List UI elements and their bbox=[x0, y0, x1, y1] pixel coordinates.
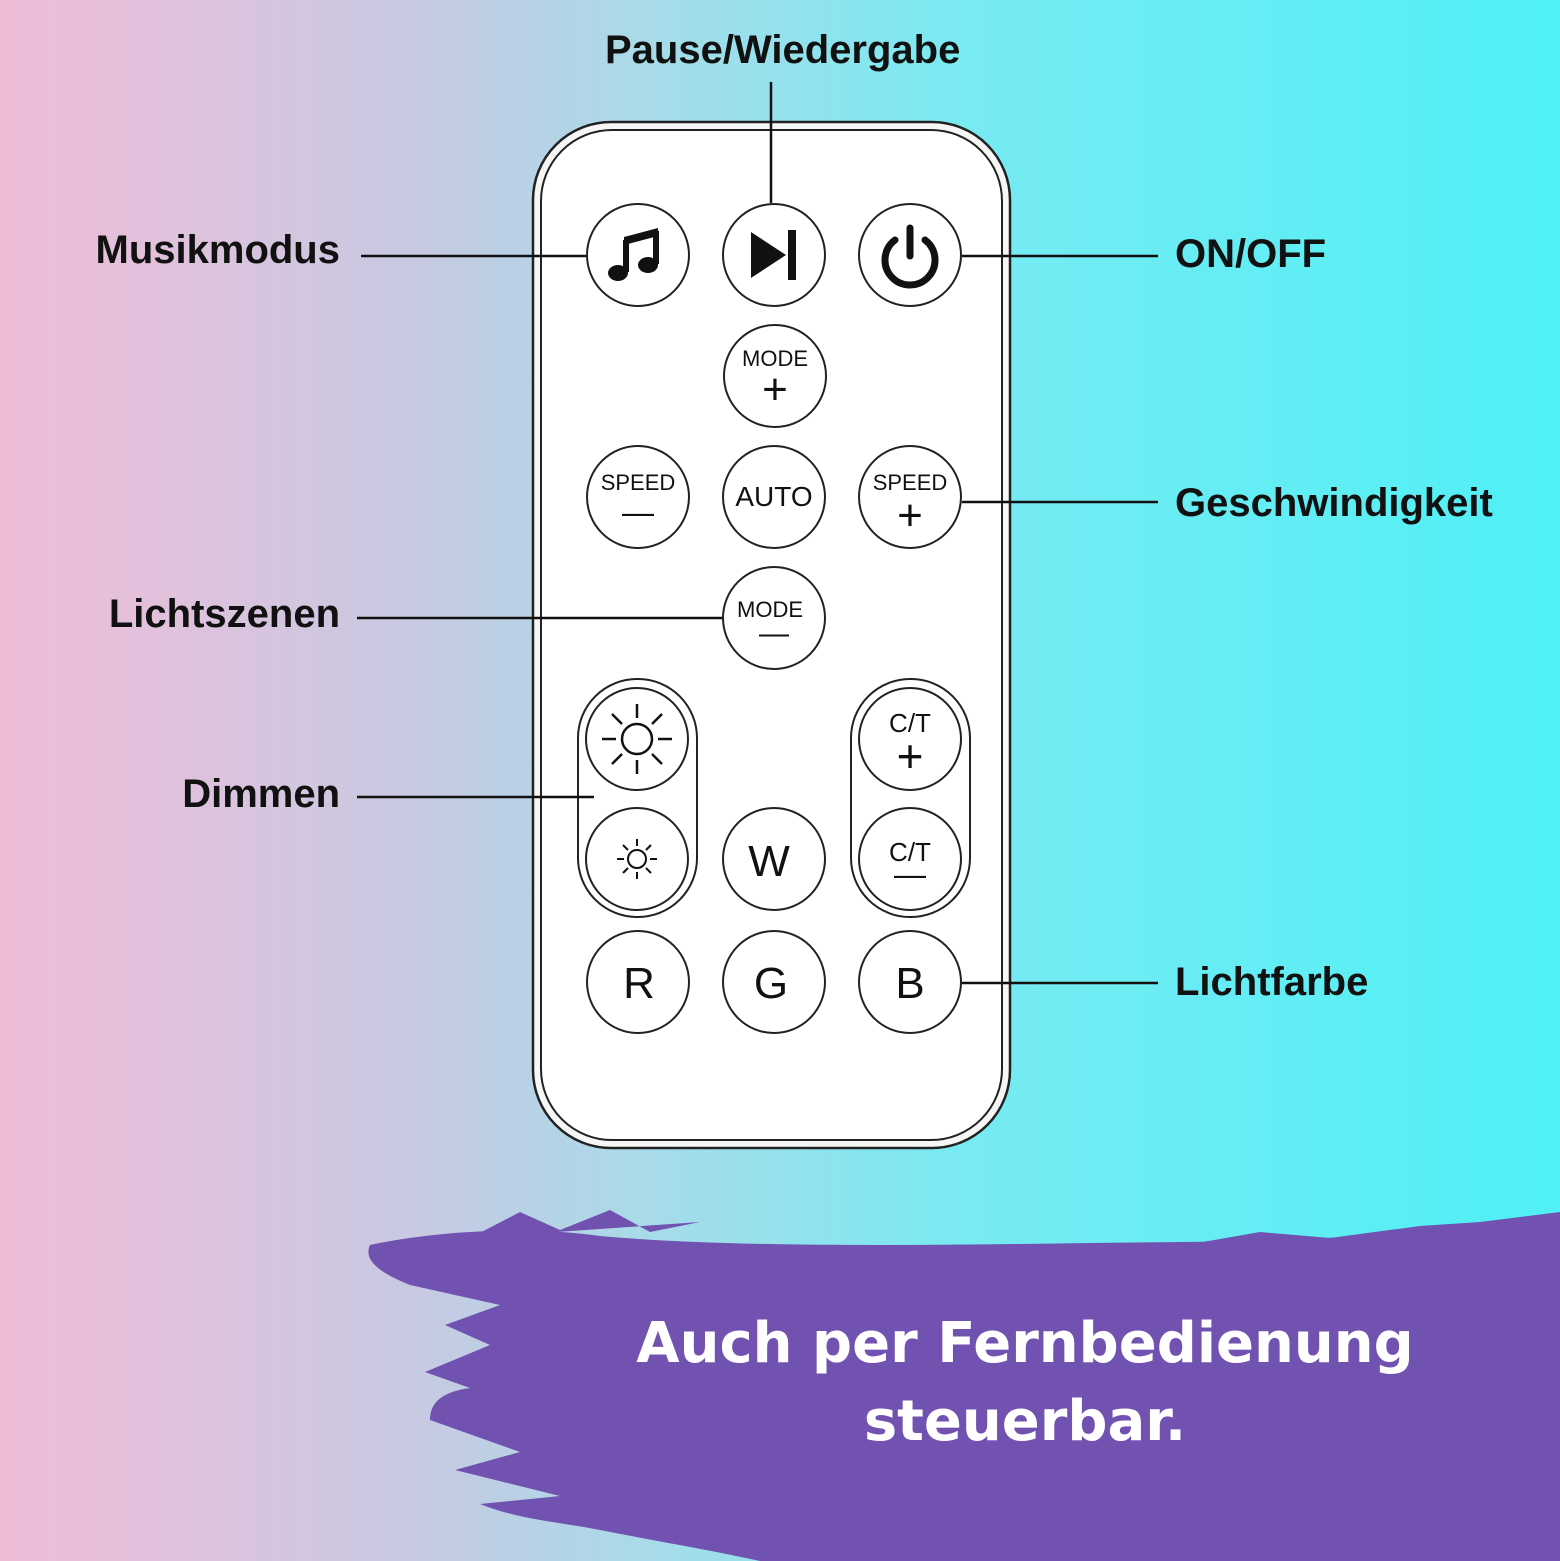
speed-minus-button bbox=[586, 445, 690, 549]
auto-button bbox=[722, 445, 826, 549]
dimming-callout: Dimmen bbox=[182, 772, 340, 816]
music-note-icon bbox=[608, 228, 659, 281]
w-button bbox=[722, 807, 826, 911]
music-mode-callout: Musikmodus bbox=[95, 228, 340, 272]
ct-plus-button bbox=[858, 687, 962, 791]
g-label: G bbox=[753, 959, 789, 1008]
auto-label: AUTO bbox=[735, 481, 813, 512]
power-icon bbox=[881, 224, 939, 289]
ct-minus-button bbox=[858, 807, 962, 911]
on-off-callout: ON/OFF bbox=[1175, 232, 1327, 276]
leader-lines bbox=[357, 82, 1158, 985]
play-pause-icon bbox=[751, 230, 796, 280]
pause-callout: Pause/Wiedergabe bbox=[605, 28, 961, 72]
mode-minus-sign: — bbox=[759, 617, 789, 650]
speed-plus-button bbox=[858, 445, 962, 549]
r-label: R bbox=[623, 959, 655, 1008]
mode-plus-label: MODE bbox=[742, 346, 808, 371]
mode-minus-button bbox=[722, 566, 826, 670]
b-label: B bbox=[895, 959, 925, 1008]
speed-callout: Geschwindigkeit bbox=[1175, 481, 1493, 525]
r-button bbox=[586, 930, 690, 1034]
speed-minus-label: SPEED bbox=[600, 470, 676, 495]
brush-stroke-banner bbox=[368, 1210, 1560, 1561]
mode-plus-button bbox=[723, 324, 827, 428]
banner-line-1: Auch per Fernbedienung bbox=[636, 1311, 1414, 1376]
sun-large-icon bbox=[602, 704, 672, 774]
light-scenes-callout: Lichtszenen bbox=[108, 592, 340, 636]
speed-plus-sign: + bbox=[897, 491, 923, 540]
speed-minus-sign: — bbox=[622, 494, 654, 530]
mode-plus-sign: + bbox=[762, 365, 788, 414]
banner-line-2: steuerbar. bbox=[863, 1389, 1187, 1454]
sun-small-icon bbox=[617, 839, 657, 879]
brightness-down-button bbox=[585, 807, 689, 911]
ct-minus-label: C/T bbox=[889, 837, 931, 867]
mode-minus-label: MODE bbox=[737, 597, 803, 622]
b-button bbox=[858, 930, 962, 1034]
light-color-callout: Lichtfarbe bbox=[1175, 960, 1369, 1004]
music-button bbox=[586, 203, 690, 307]
ct-plus-label: C/T bbox=[889, 708, 931, 738]
g-button bbox=[722, 930, 826, 1034]
brightness-up-button bbox=[585, 687, 689, 791]
ct-minus-sign: — bbox=[894, 856, 926, 892]
ct-plus-sign: + bbox=[896, 730, 924, 782]
speed-plus-label: SPEED bbox=[872, 470, 948, 495]
w-label: W bbox=[748, 837, 790, 886]
